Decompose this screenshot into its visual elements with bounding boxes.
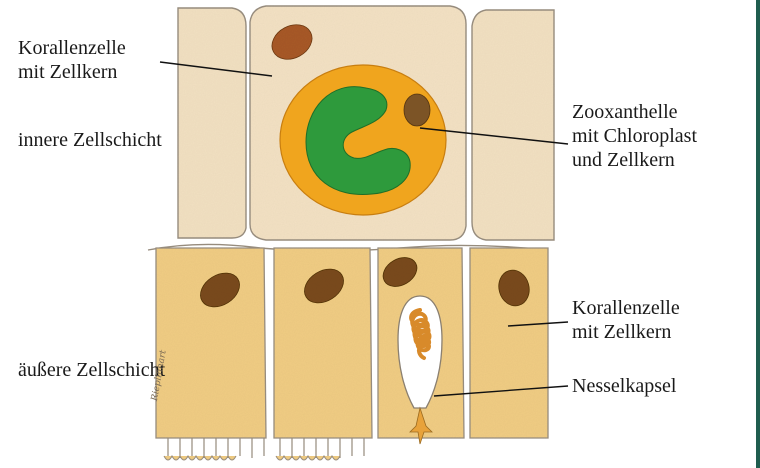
label-aeussere-zellschicht: äußere Zellschicht: [18, 358, 165, 382]
page-edge-bar: [756, 0, 760, 468]
label-korallenzelle-bottom-line1: Korallenzelle: [572, 296, 680, 320]
cilia: [168, 438, 364, 458]
outer-cell-1: [156, 248, 266, 438]
inner-cell-left: [178, 8, 246, 238]
label-korallenzelle-bottom: Korallenzelle mit Zellkern: [572, 296, 680, 344]
label-zooxanthelle-line1: Zooxanthelle: [572, 100, 697, 124]
label-zooxanthelle-line2: mit Chloroplast: [572, 124, 697, 148]
label-korallenzelle-top-line2: mit Zellkern: [18, 60, 126, 84]
label-nesselkapsel: Nesselkapsel: [572, 374, 676, 398]
zooxanthelle-nucleus: [404, 94, 430, 126]
label-korallenzelle-bottom-line2: mit Zellkern: [572, 320, 680, 344]
label-zooxanthelle-line3: und Zellkern: [572, 148, 697, 172]
inner-cell-right: [472, 10, 554, 240]
label-korallenzelle-top-line1: Korallenzelle: [18, 36, 126, 60]
outer-cell-layer: [148, 244, 548, 460]
label-innere-zellschicht: innere Zellschicht: [18, 128, 162, 152]
label-korallenzelle-top: Korallenzelle mit Zellkern: [18, 36, 126, 84]
zooxanthelle: [280, 65, 446, 215]
label-zooxanthelle: Zooxanthelle mit Chloroplast und Zellker…: [572, 100, 697, 172]
